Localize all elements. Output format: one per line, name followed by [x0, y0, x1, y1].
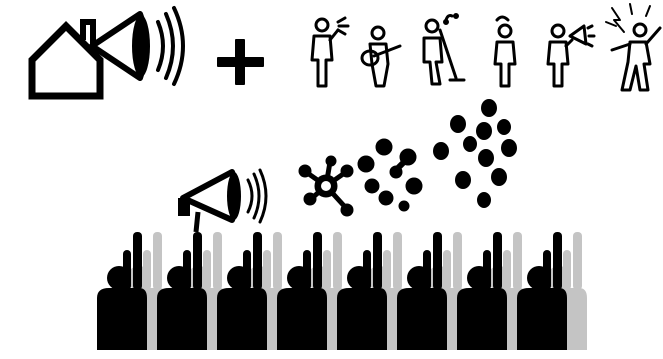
house-icon: [32, 22, 100, 96]
person-thinking-icon: [495, 17, 515, 86]
crowd-raised-hands-icon: [97, 232, 587, 350]
crowd-person: [217, 232, 267, 350]
breaking-blob-icon: [358, 139, 422, 211]
connected-blob-icon: [299, 156, 353, 216]
person-speaking-icon: [312, 18, 348, 86]
person-guitar-icon: [362, 27, 400, 86]
crowd-person: [397, 232, 447, 350]
plus-icon: [217, 39, 264, 85]
person-megaphone-icon: [548, 25, 594, 86]
person-shouting-lightning-icon: [606, 4, 660, 90]
sound-waves-icon: [248, 170, 266, 222]
crowd-person: [277, 232, 327, 350]
scattered-dots-icon: [433, 99, 517, 208]
crowd-person: [337, 232, 387, 350]
crowd-person: [517, 232, 567, 350]
crowd-person: [157, 232, 207, 350]
megaphone-icon: [178, 172, 241, 232]
crowd-person: [97, 232, 147, 350]
person-singing-mic-icon: [424, 15, 464, 85]
sound-waves-icon: [158, 8, 183, 84]
crowd-person: [457, 232, 507, 350]
